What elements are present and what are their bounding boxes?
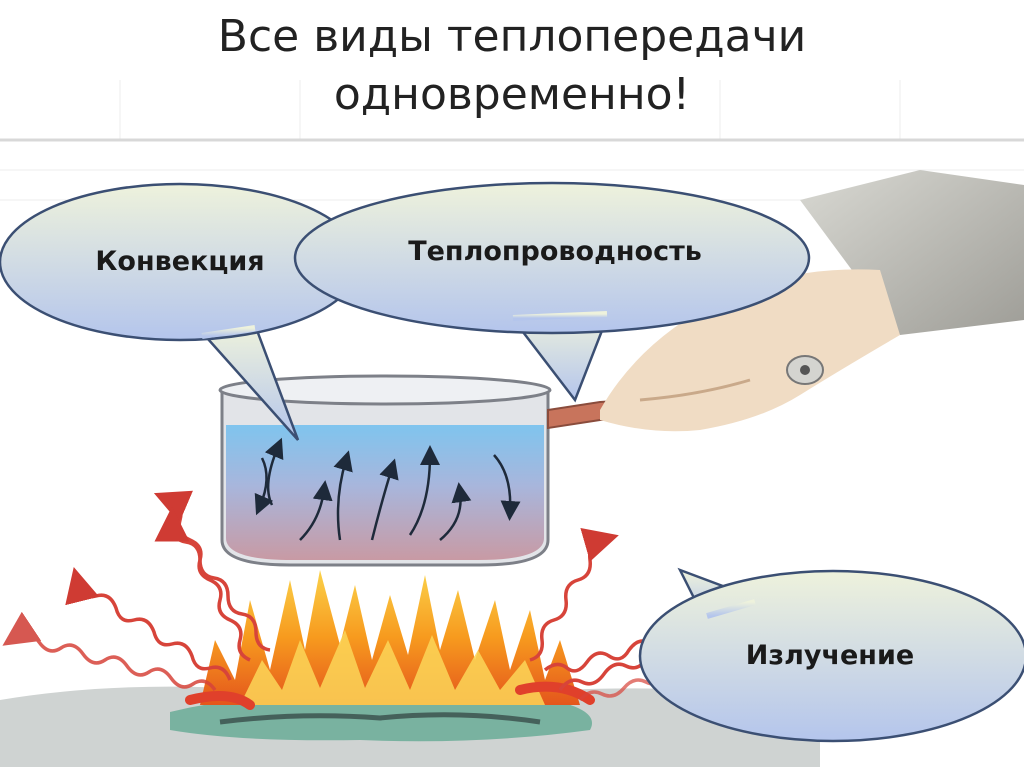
convection-arrows-icon (254, 437, 521, 541)
conduction-bubble (293, 181, 811, 403)
radiation-label: Излучение (745, 640, 915, 671)
title-line-2: одновременно! (333, 69, 691, 120)
ground-icon (0, 686, 820, 767)
convection-label: Конвекция (95, 246, 265, 277)
conduction-label: Теплопроводность (408, 236, 702, 267)
radiation-bubble (638, 567, 1024, 743)
hand-icon (600, 170, 1024, 432)
slide-title: Все виды теплопередачи одновременно! (0, 8, 1024, 124)
title-line-1: Все виды теплопередачи (217, 11, 807, 62)
flame-icon (185, 570, 595, 710)
